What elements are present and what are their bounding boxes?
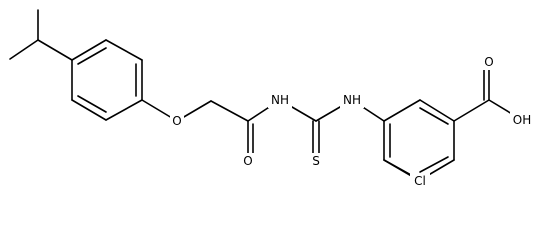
bond-14 (210, 100, 249, 122)
chemical-structure: O NH O NH S O OH Cl (9, 9, 534, 189)
atom-label-chlorine: Cl (410, 173, 430, 189)
bond-7 (71, 99, 107, 121)
acid-oxygen-label: O (484, 55, 493, 69)
bond-4 (105, 39, 143, 61)
chlorine-label: Cl (414, 174, 426, 188)
atom-label-amide-oxygen: O (241, 153, 255, 169)
bond-9 (77, 47, 107, 65)
atom-label-amide-nh: NH (268, 92, 292, 108)
bond-lines (9, 9, 523, 182)
acid-hydroxyl-label: OH (513, 113, 531, 127)
thione-sulfur-label: S (312, 154, 320, 168)
atom-label-thiourea-nh: NH (340, 92, 364, 108)
bond-0 (9, 39, 39, 60)
bond-3 (71, 39, 107, 61)
atom-label-acid-oxygen: O (482, 54, 496, 70)
ether-oxygen-label: O (172, 114, 181, 128)
bond-32 (453, 99, 490, 122)
bond-6 (105, 99, 143, 121)
bond-24 (419, 99, 455, 122)
bond-29 (419, 107, 449, 125)
thiourea-nh-label: NH (343, 93, 361, 107)
amide-nh-label: NH (271, 93, 289, 107)
bond-11 (77, 95, 107, 113)
atom-label-ether-oxygen: O (170, 113, 184, 129)
bond-30 (419, 156, 449, 173)
atom-label-acid-hydroxyl: OH (510, 112, 534, 128)
atom-label-thione-sulfur: S (309, 153, 323, 169)
amide-oxygen-label: O (243, 154, 252, 168)
bond-2 (37, 39, 73, 61)
bond-23 (383, 99, 421, 122)
